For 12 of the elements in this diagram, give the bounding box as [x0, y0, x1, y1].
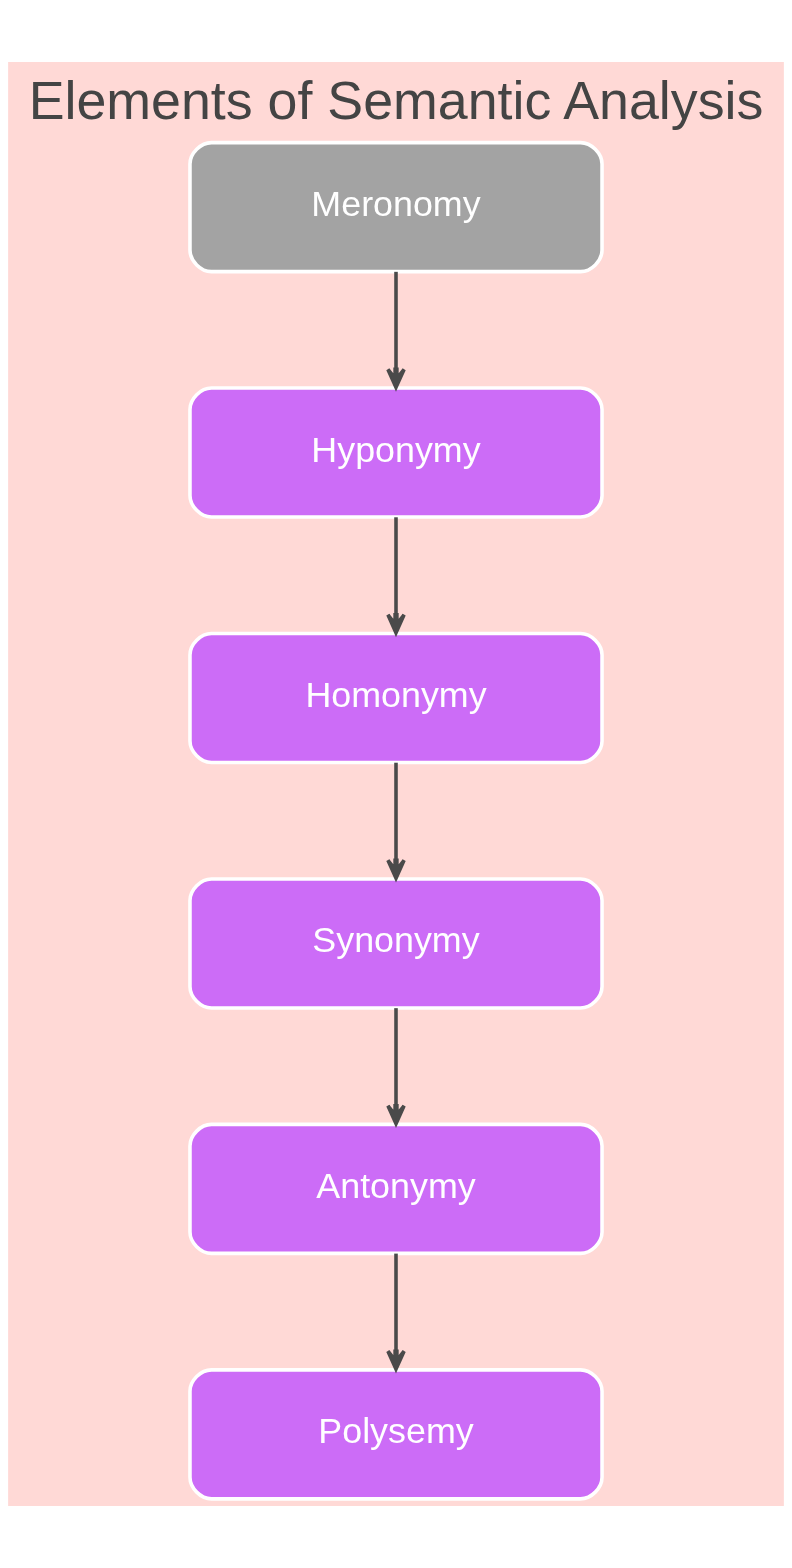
arrow	[386, 1008, 406, 1126]
node-box: Polysemy	[188, 1368, 604, 1501]
diagram-title: Elements of Semantic Analysis	[28, 70, 764, 131]
arrow	[386, 762, 406, 880]
node-box: Hyponymy	[188, 386, 604, 519]
node-box: Meronomy	[188, 140, 604, 274]
node-box: Synonymy	[188, 877, 604, 1010]
node-box: Antonymy	[188, 1122, 604, 1256]
arrow	[386, 517, 406, 635]
arrow	[386, 1253, 406, 1371]
arrow	[386, 271, 406, 390]
node-box: Homonymy	[188, 631, 604, 765]
